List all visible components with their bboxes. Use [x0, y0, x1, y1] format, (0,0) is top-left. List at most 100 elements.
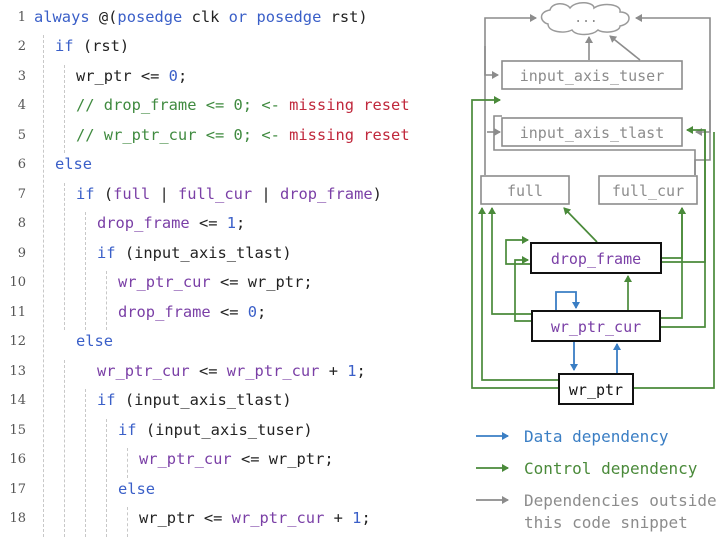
code-token: wr_ptr_cur [139, 450, 232, 468]
data-dependency-arrows [555, 291, 621, 373]
node-full: full [480, 175, 570, 205]
indent-guide [127, 507, 128, 537]
code-token: <= wr_ptr; [210, 273, 313, 291]
code-line: always @(posedge clk or posedge rst) [34, 8, 368, 26]
code-token: if [76, 184, 95, 203]
code-token: if [97, 391, 116, 409]
code-line: // wr_ptr_cur <= 0; <- missing reset [76, 126, 410, 144]
code-token: (input_axis_tlast) [115, 243, 292, 262]
node-label: drop_frame [551, 250, 641, 268]
code-token: ( [94, 184, 114, 203]
line-number: 11 [9, 304, 26, 320]
code-token: // drop_frame <= 0; <- [76, 96, 290, 114]
code-token: drop_frame [97, 214, 190, 232]
code-token: ; [361, 509, 371, 527]
code-token: if [97, 243, 116, 262]
line-number: 14 [9, 393, 26, 408]
node-label: input_axis_tlast [520, 124, 665, 142]
node-input-axis-tuser: input_axis_tuser [501, 60, 683, 90]
code-token: <= wr_ptr; [231, 450, 334, 468]
code-token: <= [189, 361, 227, 380]
control-dependency-arrows [471, 96, 715, 389]
code-line: if (full | full_cur | drop_frame) [76, 185, 382, 203]
code-token: 1 [226, 214, 237, 232]
indent-guide [43, 35, 44, 537]
line-number: 7 [17, 186, 26, 202]
node-wr-ptr-cur: wr_ptr_cur [531, 310, 661, 342]
code-line: else [118, 480, 155, 498]
node-drop-frame: drop_frame [530, 242, 662, 274]
legend-data-label: Data dependency [524, 427, 669, 446]
legend-outside-label-2: this code snippet [524, 513, 688, 532]
line-number: 5 [17, 127, 26, 143]
code-token: 0 [247, 302, 258, 321]
node-full-cur: full_cur [598, 175, 698, 205]
code-line: wr_ptr <= 0; [76, 67, 187, 85]
code-token: if [118, 420, 137, 439]
line-number: 12 [9, 334, 26, 349]
legend-control-label: Control dependency [524, 459, 698, 478]
code-token: + [324, 509, 353, 527]
code-token: @( [89, 7, 118, 26]
code-line: wr_ptr_cur <= wr_ptr; [139, 450, 334, 468]
code-token: <= [210, 302, 248, 321]
code-token: missing reset [289, 96, 410, 114]
node-wr-ptr: wr_ptr [558, 373, 634, 405]
line-number: 9 [17, 245, 26, 261]
code-line: if (input_axis_tlast) [97, 391, 292, 409]
code-token: | [252, 184, 280, 203]
cloud-label: ... [574, 11, 597, 26]
indent-guide [106, 271, 107, 330]
code-token: or [228, 7, 248, 26]
line-number: 1 [17, 9, 26, 25]
code-listing: 1 always @(posedge clk or posedge rst) 2 if… [9, 8, 410, 537]
code-token: wr_ptr_cur [231, 509, 325, 527]
code-token: rst) [321, 7, 368, 26]
indent-guide [106, 418, 107, 537]
line-number: 15 [9, 422, 26, 438]
indent-guide [64, 359, 65, 537]
node-label: full_cur [612, 182, 684, 200]
code-line: drop_frame <= 1; [97, 214, 245, 232]
code-line: // drop_frame <= 0; <- missing reset [76, 96, 410, 114]
line-number: 16 [9, 452, 26, 467]
code-token: if [55, 37, 74, 55]
code-line: wr_ptr <= wr_ptr_cur + 1; [139, 509, 371, 527]
code-line: wr_ptr_cur <= wr_ptr_cur + 1; [97, 362, 366, 380]
code-token: clk [182, 7, 229, 26]
code-line: wr_ptr_cur <= wr_ptr; [118, 273, 313, 291]
outside-dependency-arrows [484, 14, 711, 175]
line-number: 18 [9, 511, 26, 526]
code-token: full [113, 184, 151, 203]
code-token: posedge [117, 7, 183, 26]
line-number: 2 [17, 39, 26, 54]
code-token: ; [257, 302, 267, 321]
legend: Data dependency Control dependency Depen… [476, 427, 717, 532]
node-label: wr_ptr [569, 381, 623, 399]
code-token: full_cur [177, 184, 253, 203]
code-token: ; [236, 214, 246, 232]
code-token: ) [372, 184, 382, 203]
code-token: always [34, 7, 90, 26]
code-token: missing reset [289, 125, 410, 144]
code-token: (input_axis_tuser) [136, 420, 313, 439]
node-label: wr_ptr_cur [551, 318, 641, 336]
code-line: drop_frame <= 0; [118, 303, 266, 321]
indent-guide [64, 64, 65, 153]
indent-guide [64, 182, 65, 330]
line-number: 3 [17, 68, 26, 84]
code-token: <= [189, 214, 227, 232]
cloud-icon: ... [540, 2, 630, 36]
node-input-axis-tlast: input_axis_tlast [501, 117, 683, 147]
code-token: drop_frame [118, 302, 211, 321]
line-number: 4 [17, 98, 26, 113]
code-token: ; [356, 361, 366, 380]
code-token: drop_frame [279, 184, 373, 203]
code-token: 1 [347, 361, 357, 380]
code-token: else [76, 332, 114, 350]
code-token: else [55, 155, 93, 173]
code-token: // wr_ptr_cur <= 0; <- [76, 125, 290, 144]
code-token: else [118, 479, 156, 498]
line-number: 13 [9, 363, 26, 379]
